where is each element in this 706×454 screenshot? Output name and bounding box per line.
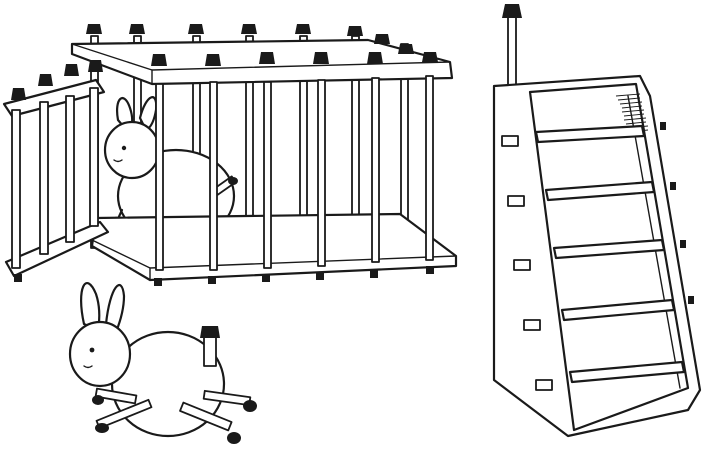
matchstick-cage [2,24,458,286]
cage-front-bars [155,75,434,271]
free-rabbit [68,281,257,444]
cage-open-door [2,60,110,282]
cage-feet [154,266,434,286]
ladder-side-pegs [501,122,694,391]
cage-base [90,212,458,282]
ladder-rungs [534,124,686,384]
ladder-box [492,4,702,438]
ladder-top-matchstick [502,4,522,89]
cage-lid-match-heads [86,24,438,66]
